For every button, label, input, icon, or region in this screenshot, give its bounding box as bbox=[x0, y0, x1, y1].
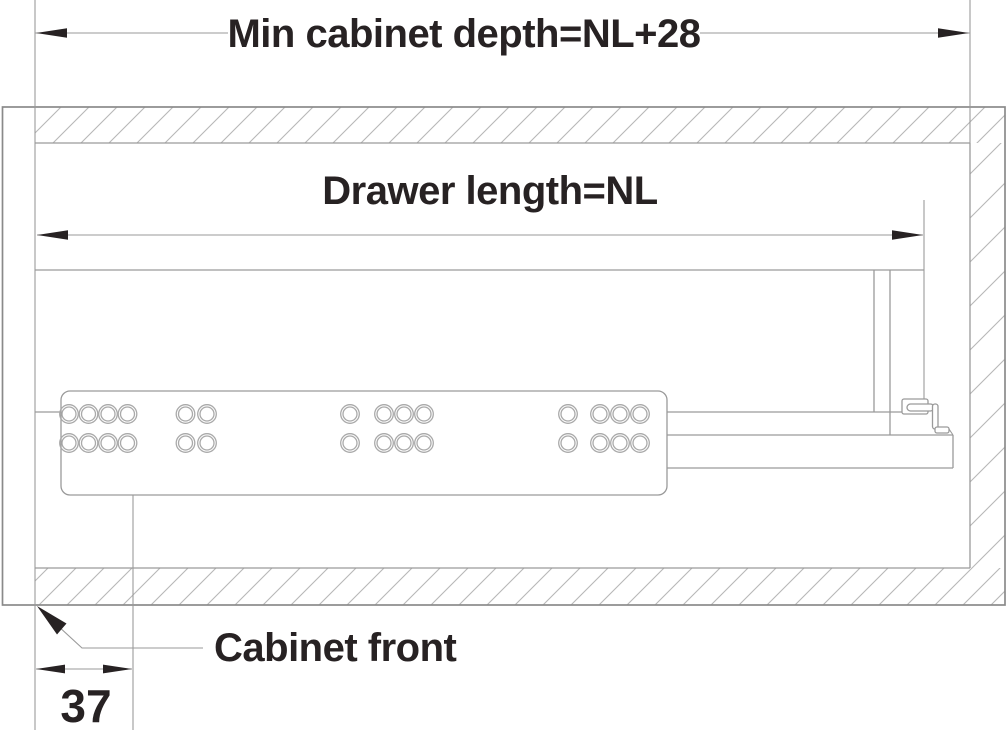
rear-bracket-hook-arm bbox=[931, 403, 939, 430]
cabinet-front-label: Cabinet front bbox=[214, 626, 457, 670]
leader-line bbox=[43, 612, 203, 649]
mounting-hole bbox=[78, 404, 99, 424]
slide-mounting-holes bbox=[59, 404, 650, 453]
mounting-hole bbox=[558, 433, 578, 453]
mounting-hole bbox=[396, 406, 412, 422]
cabinet-outer-outline bbox=[1, 106, 1006, 606]
mounting-hole bbox=[394, 433, 414, 453]
arrow-up-left-icon bbox=[37, 606, 67, 635]
mounting-hole bbox=[342, 435, 358, 451]
mounting-hole bbox=[197, 404, 217, 424]
mounting-hole bbox=[78, 433, 99, 453]
dim-drawer-length: Drawer length=NL bbox=[37, 169, 923, 240]
mounting-hole bbox=[374, 433, 394, 453]
arrow-left-icon bbox=[36, 664, 65, 674]
mounting-hole bbox=[610, 404, 630, 424]
mounting-hole bbox=[80, 406, 97, 422]
arrow-right-icon bbox=[892, 230, 923, 240]
mounting-hole bbox=[342, 406, 358, 422]
rear-bracket-hook-step bbox=[948, 428, 954, 436]
mounting-hole bbox=[590, 433, 610, 453]
mounting-hole bbox=[61, 406, 77, 422]
mounting-hole bbox=[610, 433, 630, 453]
drawer-length-label: Drawer length=NL bbox=[322, 169, 657, 213]
min-cabinet-depth-label: Min cabinet depth=NL+28 bbox=[227, 12, 700, 56]
mounting-hole bbox=[416, 406, 432, 422]
mounting-hole bbox=[592, 435, 608, 451]
mounting-hole bbox=[560, 435, 576, 451]
mounting-hole bbox=[632, 435, 648, 451]
mounting-hole bbox=[376, 406, 392, 422]
mounting-hole bbox=[100, 435, 116, 451]
slide-front-member bbox=[60, 390, 668, 496]
mounting-hole bbox=[612, 406, 628, 422]
mounting-hole bbox=[98, 433, 118, 453]
mounting-hole bbox=[630, 404, 650, 424]
mounting-hole bbox=[396, 435, 412, 451]
dim-front-offset: 37 bbox=[36, 664, 132, 730]
mounting-hole bbox=[197, 433, 217, 453]
mounting-hole bbox=[374, 404, 394, 424]
cabinet-walls bbox=[1, 106, 1006, 606]
drawer-slide bbox=[35, 390, 954, 496]
mounting-hole bbox=[59, 404, 79, 424]
arrow-left-icon bbox=[36, 28, 67, 38]
arrow-left-icon bbox=[37, 230, 68, 240]
mounting-hole bbox=[376, 435, 392, 451]
mounting-hole bbox=[416, 435, 432, 451]
mounting-hole bbox=[394, 404, 414, 424]
rear-bracket-slot bbox=[906, 403, 935, 412]
mounting-hole bbox=[175, 433, 196, 453]
mounting-hole bbox=[590, 404, 610, 424]
arrow-right-icon bbox=[103, 664, 132, 674]
mounting-hole bbox=[175, 404, 196, 424]
mounting-hole bbox=[177, 406, 194, 422]
mounting-hole bbox=[119, 406, 136, 422]
mounting-hole bbox=[199, 435, 215, 451]
cabinet-bottom-panel bbox=[35, 568, 1005, 605]
slide-rear-rail bbox=[667, 434, 954, 469]
drawer-outline bbox=[35, 269, 924, 435]
rear-bracket-hook-foot bbox=[934, 426, 950, 434]
mounting-hole bbox=[592, 406, 608, 422]
mounting-hole bbox=[119, 435, 136, 451]
mounting-hole bbox=[177, 435, 194, 451]
front-offset-value: 37 bbox=[60, 680, 111, 730]
mounting-hole bbox=[80, 435, 97, 451]
cabinet-front-callout: Cabinet front bbox=[37, 606, 457, 670]
mounting-hole bbox=[558, 404, 578, 424]
mounting-hole bbox=[612, 435, 628, 451]
mounting-hole bbox=[59, 433, 79, 453]
mounting-hole bbox=[340, 404, 360, 424]
dim-min-cabinet-depth: Min cabinet depth=NL+28 bbox=[35, 12, 970, 56]
arrow-right-icon bbox=[938, 28, 969, 38]
cabinet-back-panel bbox=[970, 143, 1005, 568]
mounting-hole bbox=[61, 435, 77, 451]
mounting-hole bbox=[630, 433, 650, 453]
mounting-hole bbox=[632, 406, 648, 422]
mounting-hole bbox=[340, 433, 360, 453]
mounting-hole bbox=[414, 433, 434, 453]
mounting-hole bbox=[414, 404, 434, 424]
mounting-hole bbox=[98, 404, 118, 424]
cabinet-top-panel bbox=[35, 107, 1005, 143]
mounting-hole bbox=[199, 406, 215, 422]
mounting-hole bbox=[100, 406, 116, 422]
mounting-hole bbox=[117, 433, 138, 453]
mounting-hole bbox=[560, 406, 576, 422]
mounting-hole bbox=[117, 404, 138, 424]
